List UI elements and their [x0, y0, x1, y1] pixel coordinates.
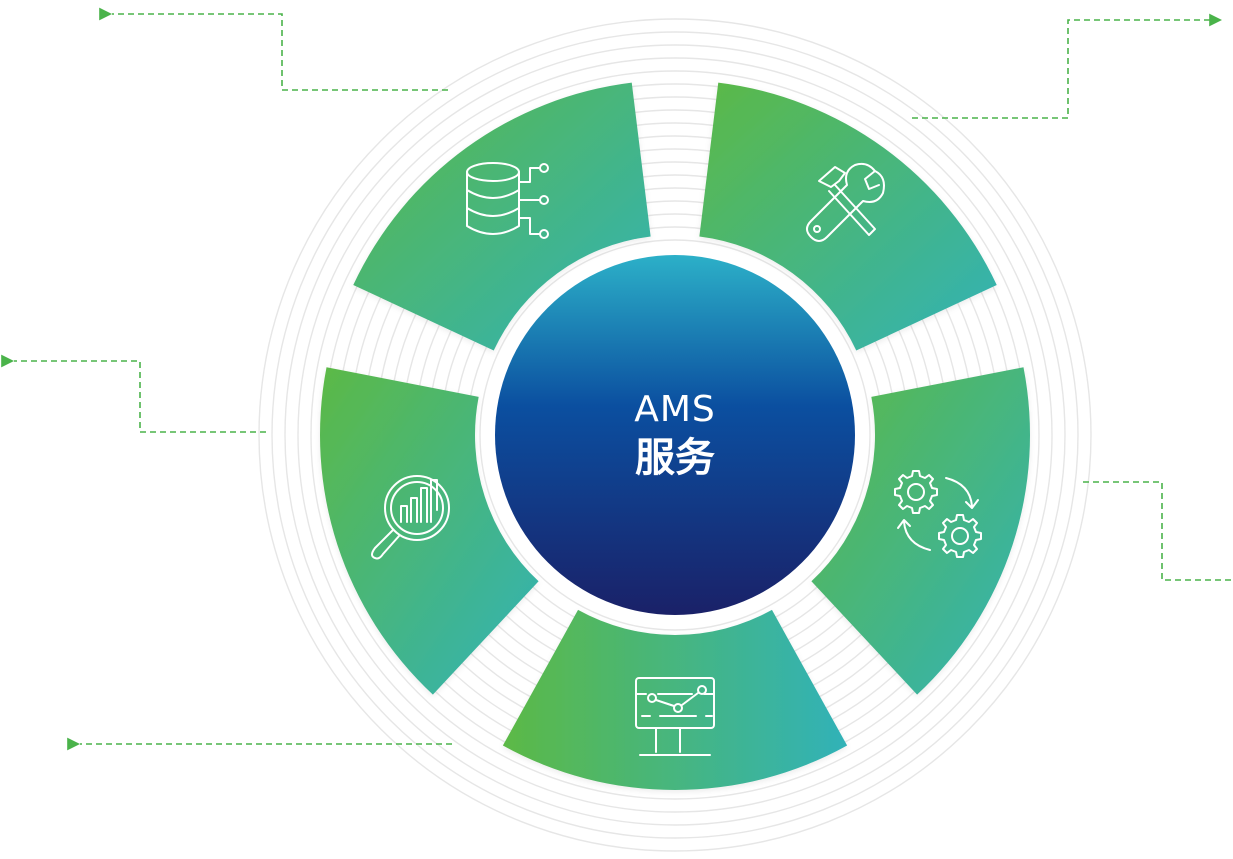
- ring-line: [284, 44, 1066, 826]
- segment-database: [353, 82, 651, 351]
- ring-line: [297, 57, 1053, 813]
- connector-top-left: [99, 7, 448, 91]
- monitor-chart-icon: [635, 677, 715, 756]
- database-icon: [466, 162, 549, 239]
- tools-icon: [806, 162, 885, 242]
- analytics-magnifier-icon: [371, 475, 450, 560]
- segment-process: [811, 367, 1030, 695]
- ring-line: [479, 239, 871, 631]
- gears-cycle-icon: [894, 470, 982, 558]
- connector-mid-left: [1, 354, 266, 433]
- gear-icon: [938, 514, 982, 558]
- ring-line: [310, 70, 1040, 800]
- connector-top-right: [912, 13, 1222, 119]
- connectors: [1, 7, 1232, 751]
- gear-icon: [894, 470, 938, 514]
- ams-hub: [495, 255, 855, 615]
- ring-line: [271, 31, 1079, 839]
- ring-line: [258, 18, 1092, 852]
- segment-monitoring: [502, 609, 848, 790]
- connector-mid-right: [1083, 481, 1232, 581]
